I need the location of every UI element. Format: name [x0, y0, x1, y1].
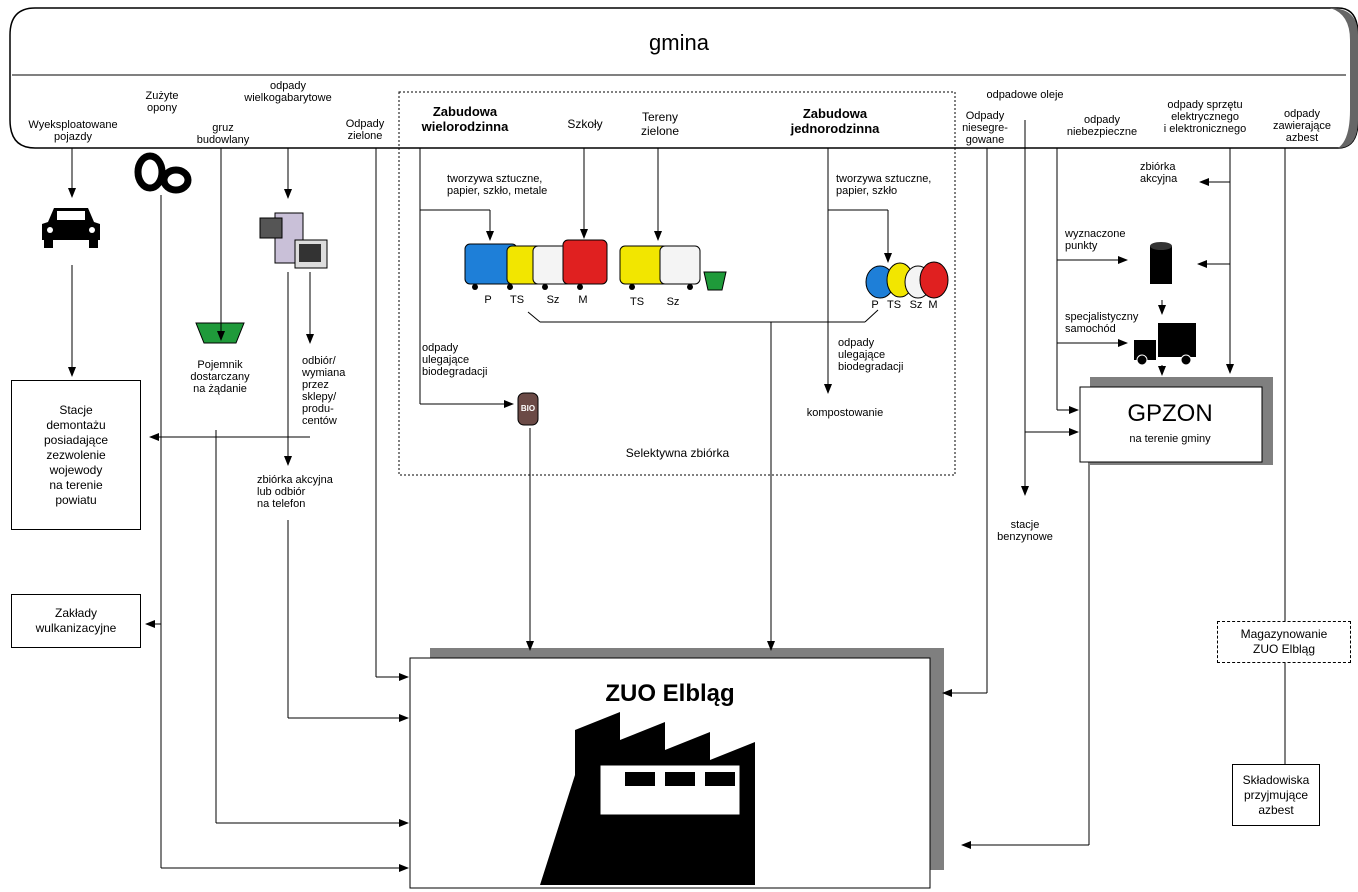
bin-label-m: M	[578, 294, 588, 306]
bin-label-ts: TS	[509, 294, 525, 306]
label-stacje-benz: stacje benzynowe	[997, 519, 1053, 543]
box-stacje-demontazu: Stacje demontażu posiadające zezwolenie …	[11, 380, 141, 530]
label-wyznaczone: wyznaczone punkty	[1065, 228, 1126, 252]
factory-icon	[540, 712, 755, 885]
bin2-label-ts: TS	[629, 296, 645, 308]
label-wielo-fractions: tworzywa sztuczne, papier, szkło, metale	[447, 173, 548, 197]
label-jedno-fractions: tworzywa sztuczne, papier, szkło	[836, 173, 932, 197]
label-opony: Zużyte opony	[145, 90, 179, 114]
gpzon-box	[1079, 386, 1263, 463]
label-niebezpieczne: odpady niebezpieczne	[1066, 114, 1138, 138]
label-odbior: odbiór/ wymiana przez sklepy/ produ- cen…	[302, 355, 346, 427]
car-icon	[42, 208, 100, 248]
skip-container-icon	[195, 322, 245, 344]
label-kompostowanie: kompostowanie	[806, 407, 884, 419]
bio-bin-icon	[517, 392, 539, 426]
selective-collection-box	[398, 91, 956, 476]
label-wielkogabarytowe: odpady wielkogabarytowe	[244, 80, 332, 104]
bag-label-ts: TS	[886, 299, 902, 311]
label-pojazdy: Wyeksploatowane pojazdy	[28, 119, 118, 143]
appliances-icon	[259, 212, 328, 269]
label-oleje: odpadowe oleje	[986, 89, 1064, 101]
label-szkoly: Szkoły	[567, 117, 603, 131]
bins-group-1	[464, 239, 608, 290]
tires-icon	[134, 152, 192, 194]
label-azbest: odpady zawierające azbest	[1272, 108, 1332, 144]
bag-label-m: M	[928, 299, 938, 311]
barrel-icon	[1150, 242, 1172, 284]
truck-icon	[1134, 323, 1196, 366]
bag-label-sz: Sz	[909, 299, 923, 311]
label-niesegregowane: Odpady niesegre- gowane	[962, 110, 1008, 146]
waste-bags-icon	[865, 261, 949, 299]
label-gruz: gruz budowlany	[196, 122, 250, 146]
label-tereny: Tereny zielone	[640, 110, 680, 138]
bio-bin-label: BIO	[520, 404, 536, 413]
box-skladowiska: Składowiska przyjmujące azbest	[1232, 764, 1320, 826]
gpzon-subtitle: na terenie gminy	[1129, 433, 1211, 445]
label-jednorodzinna: Zabudowa jednorodzinna	[790, 106, 880, 136]
label-elektro: odpady sprzętu elektrycznego i elektroni…	[1163, 99, 1247, 135]
label-zbiorka-akcyjna: zbiórka akcyjna	[1140, 161, 1178, 185]
label-pojemnik: Pojemnik dostarczany na żądanie	[190, 359, 250, 395]
gmina-cylinder	[9, 7, 1358, 149]
bin-label-sz: Sz	[546, 294, 560, 306]
label-zielone: Odpady zielone	[345, 118, 385, 142]
label-zbiorka-tel: zbiórka akcyjna lub odbiór na telefon	[257, 474, 333, 510]
bag-label-p: P	[871, 299, 879, 311]
label-bio-right: odpady ulegające biodegradacji	[838, 337, 904, 373]
flow-arrows	[68, 120, 1286, 872]
label-wielorodzinna: Zabudowa wielorodzinna	[421, 104, 509, 134]
bin2-label-sz: Sz	[666, 296, 680, 308]
zuo-title: ZUO Elbląg	[605, 680, 735, 707]
gmina-title: gmina	[649, 30, 709, 55]
bins-group-2	[619, 245, 727, 291]
bin-label-p: P	[484, 294, 492, 306]
box-magazynowanie: Magazynowanie ZUO Elbląg	[1217, 621, 1351, 663]
label-samochod: specjalistyczny samochód	[1065, 311, 1139, 335]
selective-collection-title: Selektywna zbiórka	[625, 446, 730, 460]
gpzon-title: GPZON	[1127, 400, 1213, 427]
label-bio-left: odpady ulegające biodegradacji	[422, 342, 488, 378]
box-zaklady-wulkanizacyjne: Zakłady wulkanizacyjne	[11, 594, 141, 648]
